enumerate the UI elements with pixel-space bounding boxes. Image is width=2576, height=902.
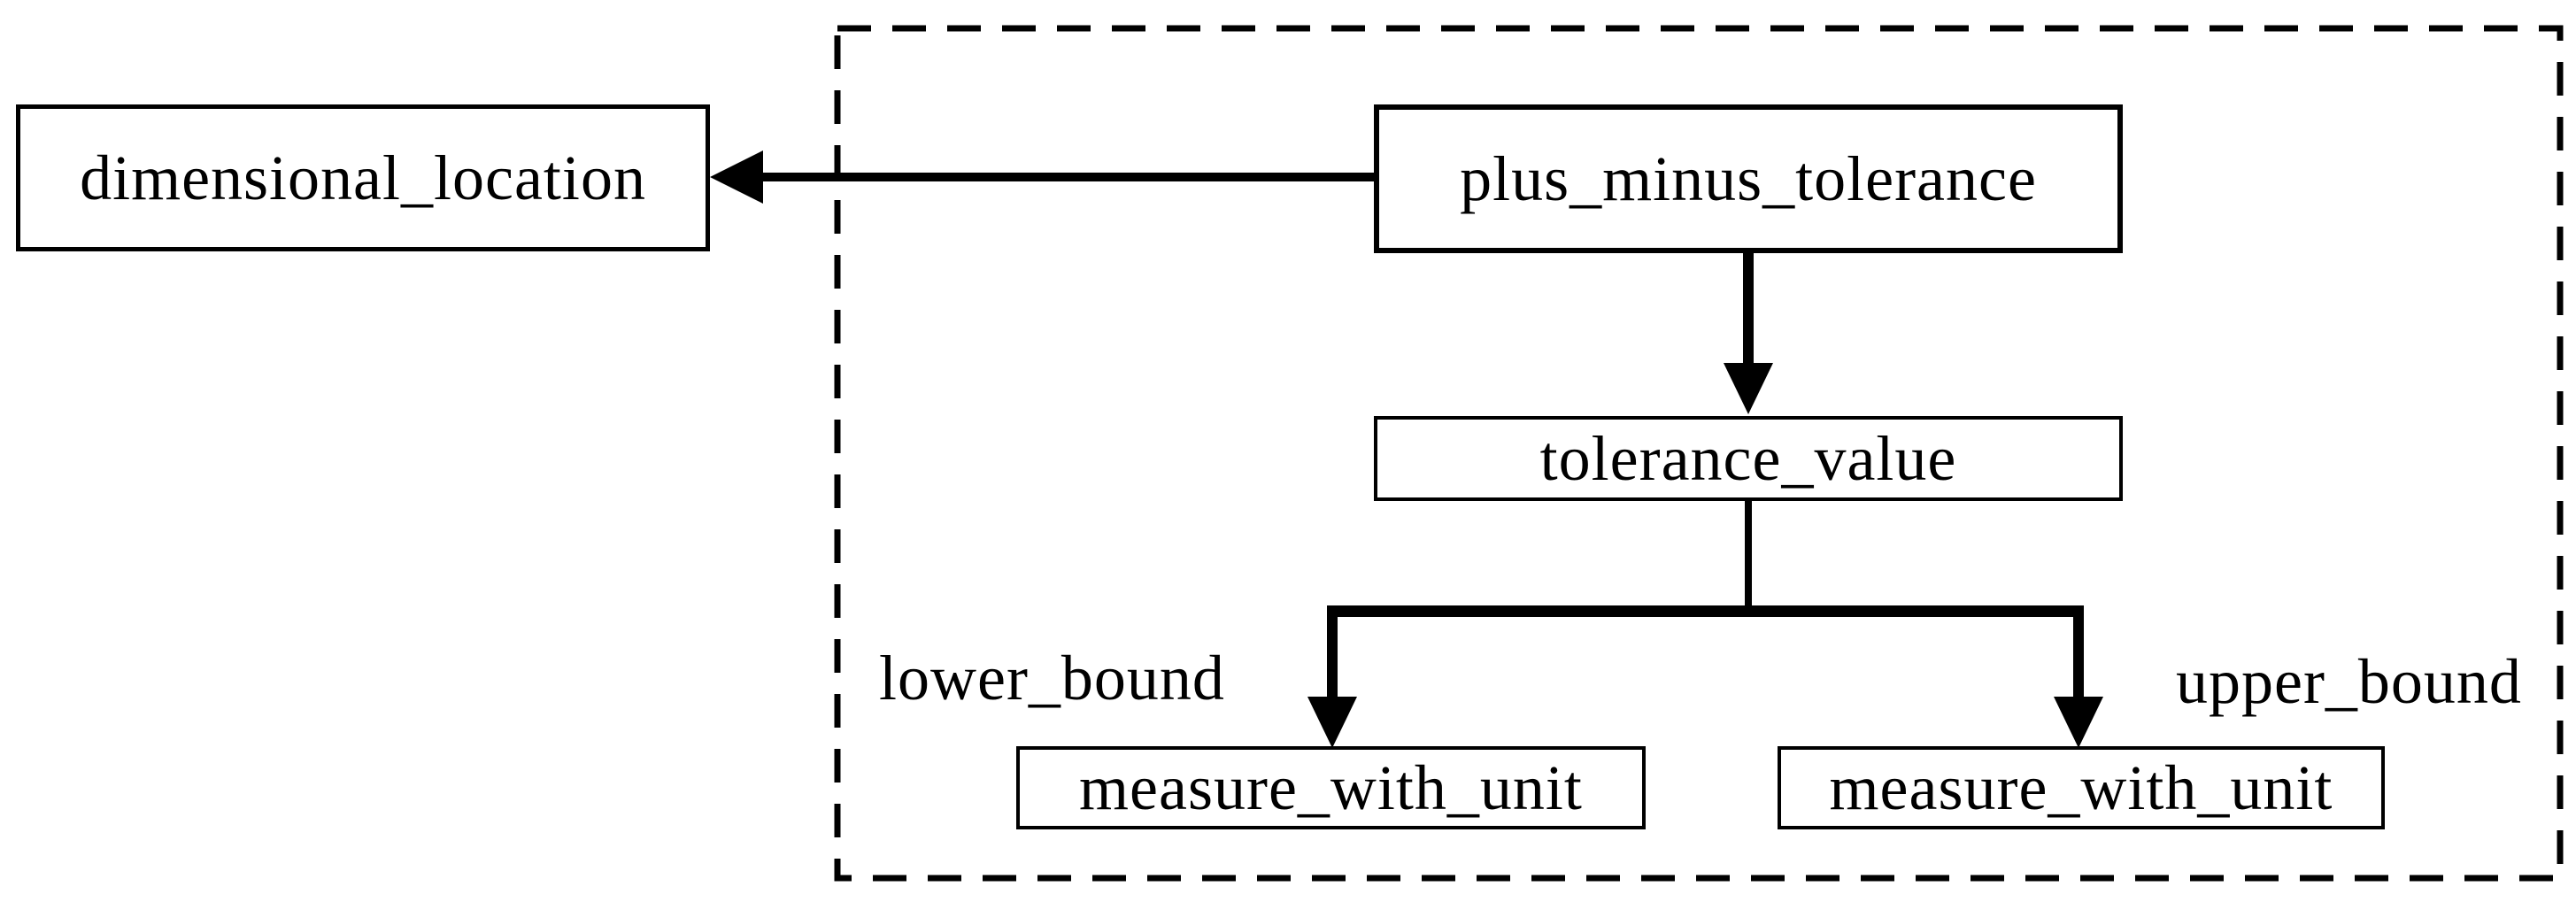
- branch-t-bar: [1327, 605, 2084, 617]
- edge-lower-bound-shaft: [1327, 611, 1338, 697]
- edge-upper-bound-arrowhead-icon: [2054, 697, 2103, 748]
- edge-to-tolerance-value-arrowhead-icon: [1724, 363, 1773, 414]
- edge-to-tolerance-value-shaft: [1743, 251, 1754, 366]
- node-measure-with-unit-lower: measure_with_unit: [1016, 746, 1646, 829]
- edge-to-dimensional-location-arrowhead-icon: [710, 150, 763, 204]
- node-plus-minus-tolerance-label: plus_minus_tolerance: [1460, 143, 2037, 214]
- node-measure-with-unit-lower-label: measure_with_unit: [1079, 752, 1583, 823]
- edge-label-upper-bound: upper_bound: [2176, 646, 2522, 717]
- node-measure-with-unit-upper-label: measure_with_unit: [1829, 752, 2333, 823]
- node-plus-minus-tolerance: plus_minus_tolerance: [1374, 104, 2123, 253]
- node-dimensional-location: dimensional_location: [16, 104, 710, 251]
- edge-lower-bound-arrowhead-icon: [1307, 697, 1357, 748]
- node-tolerance-value: tolerance_value: [1374, 416, 2123, 501]
- dashed-boundary: [834, 25, 2564, 882]
- node-tolerance-value-label: tolerance_value: [1539, 422, 1957, 494]
- edge-label-lower-bound: lower_bound: [879, 643, 1225, 713]
- node-measure-with-unit-upper: measure_with_unit: [1778, 746, 2385, 829]
- edge-upper-bound-shaft: [2073, 611, 2084, 697]
- edge-to-dimensional-location-shaft: [760, 173, 1376, 181]
- tolerance-value-connector: [1745, 498, 1752, 613]
- node-dimensional-location-label: dimensional_location: [80, 142, 646, 213]
